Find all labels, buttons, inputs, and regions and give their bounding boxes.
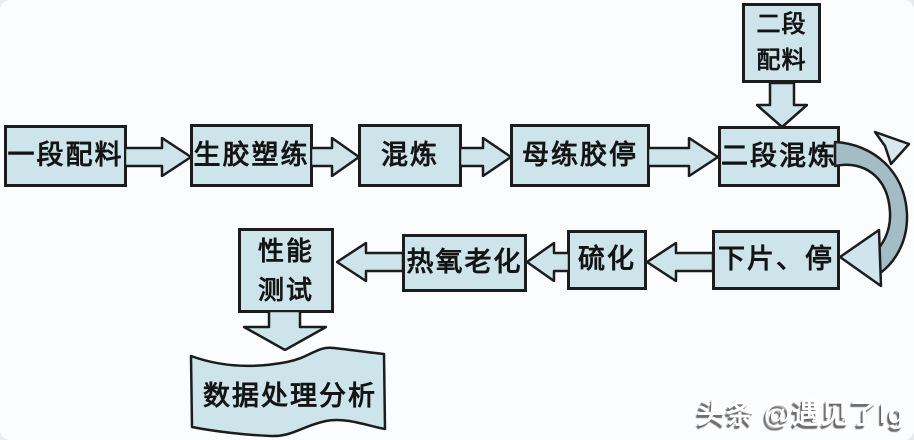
node-vulcanization: 硫化 <box>567 230 647 290</box>
arrow-performance-to-analysis-icon <box>243 311 327 351</box>
arrow-sheetoff-to-vulcanization-icon <box>646 242 713 282</box>
node-stage2-mixing: 二段混炼 <box>718 126 840 187</box>
node-stage2-mixing-label: 二段混炼 <box>721 140 837 171</box>
arrow-masterbatch-to-stage2mixing-icon <box>648 137 719 177</box>
node-stage2-batching: 二段 配料 <box>742 3 821 83</box>
node-plasticating: 生胶塑练 <box>190 124 313 187</box>
arrow-mixing-to-masterbatch-icon <box>460 137 512 177</box>
watermark-text: 头条 @遇见了lg <box>697 398 906 429</box>
node-plasticating-label: 生胶塑练 <box>193 139 310 170</box>
node-stage1-batching: 一段配料 <box>4 125 127 187</box>
arrow-stage2batching-down-icon <box>756 83 808 128</box>
node-mixing-label: 混炼 <box>381 139 439 170</box>
node-masterbatch-rest: 母练胶停 <box>510 124 650 187</box>
document-shape-data-analysis <box>189 346 387 438</box>
arrow-vulcanization-to-aging-icon <box>526 242 569 282</box>
arrow-plasticating-to-mixing-icon <box>311 137 360 177</box>
node-mixing: 混炼 <box>358 124 462 187</box>
arrow-curved-stage2mixing-to-sheetoff-icon <box>833 130 911 288</box>
node-vulcanization-label: 硫化 <box>578 244 636 275</box>
node-stage2-batching-line1: 二段 <box>756 11 807 38</box>
node-data-analysis-label: 数据处理分析 <box>203 381 377 411</box>
node-sheet-off-rest-label: 下片、停 <box>718 244 834 275</box>
arrow-batching-to-plasticating-icon <box>125 137 192 177</box>
node-stage2-batching-label: 二段 配料 <box>757 10 807 76</box>
node-heat-oxygen-aging: 热氧老化 <box>402 234 527 292</box>
node-performance-line2: 测试 <box>257 274 314 305</box>
node-performance-test: 性能 测试 <box>238 228 334 313</box>
node-performance-line1: 性能 <box>257 236 314 266</box>
node-sheet-off-rest: 下片、停 <box>712 230 840 290</box>
arrow-aging-to-performance-icon <box>336 242 403 282</box>
node-masterbatch-rest-label: 母练胶停 <box>522 139 638 170</box>
node-stage2-batching-line2: 配料 <box>756 47 807 74</box>
node-stage1-batching-label: 一段配料 <box>7 140 124 171</box>
node-heat-oxygen-aging-label: 热氧老化 <box>406 247 523 278</box>
node-performance-test-label: 性能 测试 <box>258 235 314 306</box>
